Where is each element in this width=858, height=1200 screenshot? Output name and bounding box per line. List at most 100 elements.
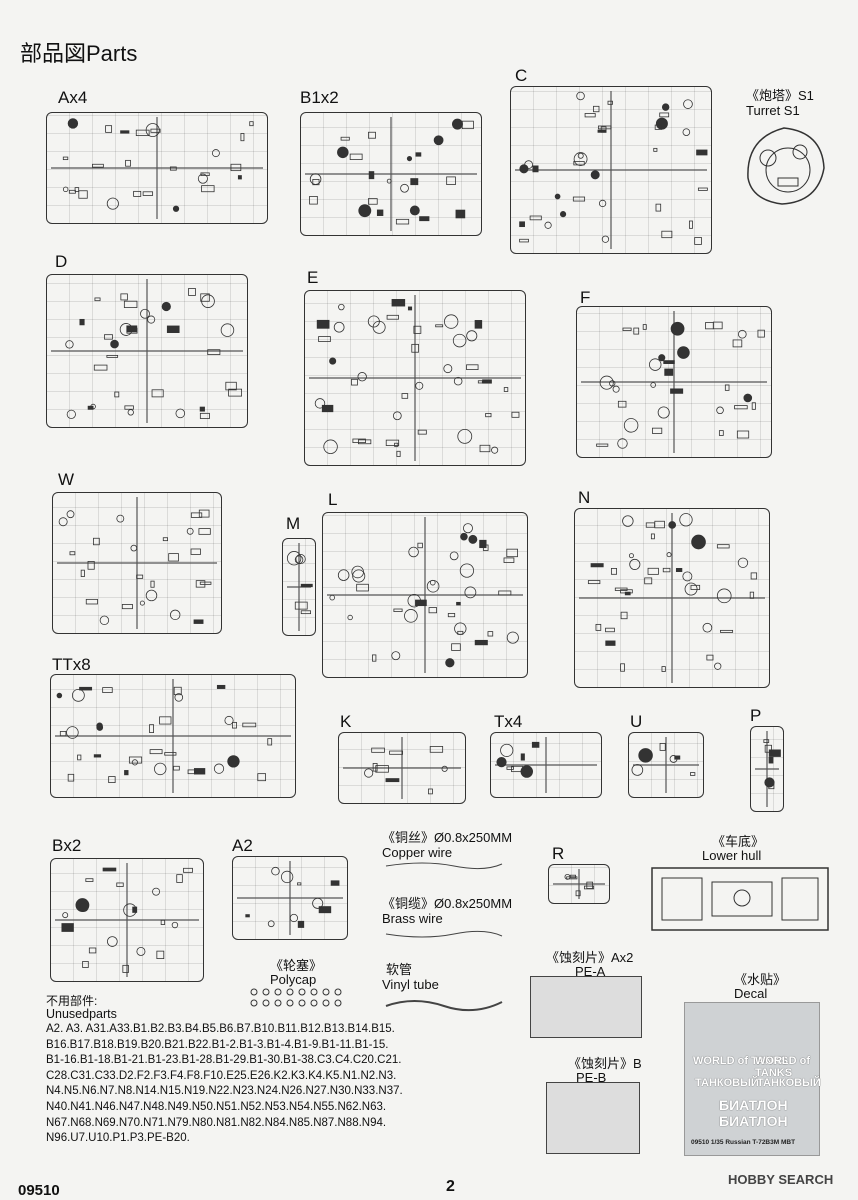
decal-text-7: 09510 1/35 Russian T-72B3M MBT — [691, 1139, 796, 1146]
label-sprue-f: F — [580, 288, 591, 307]
label-sprue-a2: A2 — [232, 836, 253, 855]
label-sprue-n: N — [578, 488, 591, 507]
sprue-parts-drawing — [579, 513, 765, 683]
unused-line: N40.N41.N46.N47.N48.N49.N50.N51.N52.N53.… — [46, 1100, 387, 1113]
pe-b-cn: 《蚀刻片》B — [568, 1056, 642, 1071]
sprue-a — [46, 112, 268, 224]
sprue-tt — [50, 674, 296, 798]
watermark: HOBBY SEARCH — [728, 1172, 834, 1187]
brass-wire-drawing — [385, 930, 503, 938]
decal-text-6: БИАТЛОН — [719, 1113, 788, 1129]
sprue-m — [282, 538, 316, 636]
sprue-c — [510, 86, 712, 254]
label-sprue-bx2: Bx2 — [52, 836, 82, 855]
label-sprue-c: C — [515, 66, 528, 85]
unused-parts-label: Unusedparts — [46, 1007, 117, 1021]
label-sprue-t: Tx4 — [494, 712, 523, 731]
label-sprue-r: R — [552, 844, 565, 863]
sprue-parts-drawing — [327, 517, 523, 673]
turret-drawing — [747, 127, 825, 205]
label-sprue-u: U — [630, 712, 643, 731]
lower-hull-drawing — [651, 867, 829, 931]
unused-line: A2. A3. A31.A33.B1.B2.B3.B4.B5.B6.B7.B10… — [46, 1023, 395, 1035]
brass-wire-spec: 《铜缆》Ø0.8x250MM — [382, 896, 513, 911]
sprue-parts-drawing — [515, 91, 708, 249]
sprue-l — [322, 512, 528, 678]
unused-line: B16.B17.B18.B19.B20.B21.B22.B1-2.B1-3.B1… — [46, 1038, 389, 1051]
decal-text-3: ТАНКОВЫЙ — [695, 1077, 759, 1089]
sprue-a2 — [232, 856, 348, 940]
pe-b-sheet — [546, 1082, 640, 1154]
sprue-t — [490, 732, 602, 798]
sprue-parts-drawing — [755, 731, 781, 807]
sprue-parts-drawing — [237, 861, 343, 935]
copper-wire-label: Copper wire — [382, 845, 453, 860]
sprue-parts-drawing — [51, 279, 243, 423]
label-sprue-tt: TTx8 — [52, 655, 91, 674]
sprue-bx2 — [50, 858, 204, 982]
vinyl-tube-drawing — [385, 1000, 503, 1012]
sprue-f — [576, 306, 772, 458]
sprue-parts-drawing — [51, 117, 263, 219]
polycap-cn: 《轮塞》 — [270, 958, 323, 973]
unused-line: B1-16.B1-18.B1-21.B1-23.B1-28.B1-29.B1-3… — [46, 1054, 402, 1067]
sprue-parts-drawing — [495, 737, 597, 793]
sprue-r — [548, 864, 610, 904]
sprue-b1 — [300, 112, 482, 236]
decal-label: Decal — [734, 986, 768, 1001]
unused-line: N4.N5.N6.N7.N8.N14.N15.N19.N22.N23.N24.N… — [46, 1085, 403, 1098]
sprue-parts-drawing — [553, 869, 605, 899]
unused-line: N96.U7.U10.P1.P3.PE-B20. — [46, 1132, 190, 1145]
lower-hull-label: Lower hull — [702, 848, 762, 863]
sprue-d — [46, 274, 248, 428]
label-sprue-d: D — [55, 252, 68, 271]
pe-a-label: PE-A — [575, 964, 606, 979]
vinyl-tube-cn: 软管 — [386, 962, 413, 977]
unused-line: N67.N68.N69.N70.N71.N79.N80.N81.N82.N84.… — [46, 1116, 387, 1129]
label-sprue-k: K — [340, 712, 352, 731]
pe-a-cn: 《蚀刻片》Ax2 — [546, 950, 634, 965]
decal-text-1: WORLD of TANKS — [693, 1055, 789, 1067]
brass-wire-label: Brass wire — [382, 911, 443, 926]
turret-label-cn: 《炮塔》S1 — [746, 88, 814, 103]
sprue-parts-drawing — [57, 497, 217, 629]
decal-text-2: WORLD of TANKS — [755, 1055, 810, 1079]
label-sprue-b1: B1x2 — [300, 88, 339, 107]
sprue-n — [574, 508, 770, 688]
decal-sheet: WORLD of TANKS WORLD of TANKS ТАНКОВЫЙ Т… — [684, 1002, 821, 1156]
label-sprue-w: W — [58, 470, 75, 489]
sprue-p — [750, 726, 784, 812]
turret-label-en: Turret S1 — [746, 103, 800, 118]
copper-wire-drawing — [385, 862, 503, 870]
page-title: 部品図Parts — [20, 41, 138, 66]
vinyl-tube-label: Vinyl tube — [382, 977, 439, 992]
decal-text-4: ТАНКОВЫЙ — [757, 1077, 821, 1089]
unused-parts-cn: 不用部件: — [46, 994, 98, 1008]
sprue-e — [304, 290, 526, 466]
label-sprue-p: P — [750, 706, 762, 725]
sprue-parts-drawing — [55, 679, 291, 793]
sprue-u — [628, 732, 704, 798]
sprue-w — [52, 492, 222, 634]
sprue-parts-drawing — [55, 863, 199, 977]
pe-b-label: PE-B — [576, 1070, 607, 1085]
polycap-drawing — [250, 988, 342, 1007]
pe-a-sheet — [530, 976, 642, 1038]
label-sprue-m: M — [286, 514, 301, 533]
sprue-parts-drawing — [343, 737, 461, 799]
sprue-parts-drawing — [631, 737, 699, 793]
sprue-parts-drawing — [309, 295, 521, 461]
decal-cn: 《水贴》 — [734, 972, 787, 987]
decal-text-5: БИАТЛОН — [719, 1097, 788, 1113]
unused-line: C28.C31.C33.D2.F2.F3.F4.F8.F10.E25.E26.K… — [46, 1069, 397, 1082]
sprue-parts-drawing — [286, 543, 313, 631]
page-number: 2 — [446, 1178, 455, 1195]
label-sprue-a: Ax4 — [58, 88, 88, 107]
lower-hull-cn: 《车底》 — [712, 834, 765, 849]
label-sprue-l: L — [328, 490, 338, 509]
sprue-parts-drawing — [581, 311, 767, 453]
polycap-label: Polycap — [270, 972, 317, 987]
sprue-parts-drawing — [305, 117, 477, 231]
unused-parts-list: A2. A3. A31.A33.B1.B2.B3.B4.B5.B6.B7.B10… — [46, 1022, 426, 1147]
label-sprue-e: E — [307, 268, 319, 287]
